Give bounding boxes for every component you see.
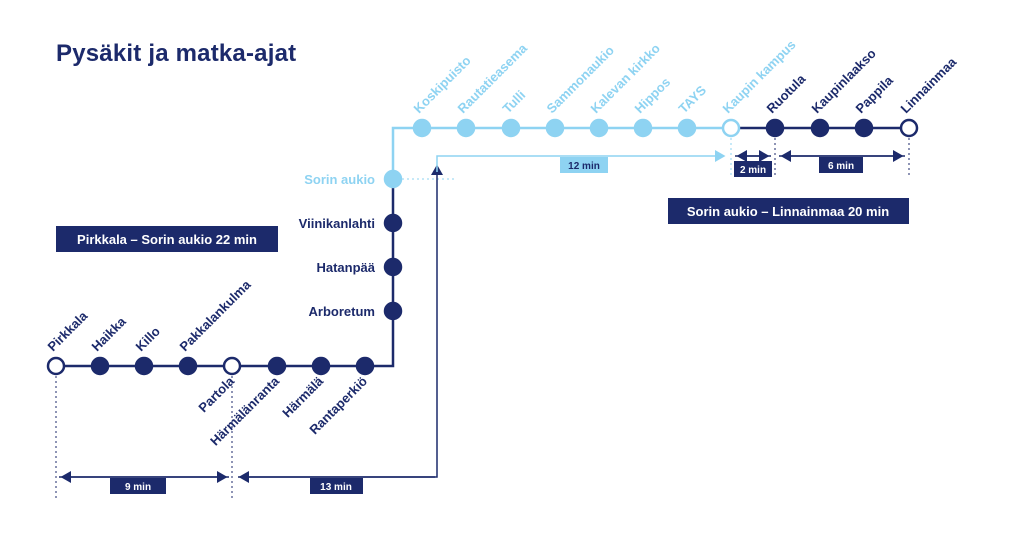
stop-label-tulli: Tulli	[500, 87, 529, 116]
reference-lines	[55, 138, 910, 498]
stop-label-killo: Killo	[133, 324, 164, 355]
stop-label-pakkalankulma: Pakkalankulma	[177, 277, 255, 355]
stop-label-viinikanlahti: Viinikanlahti	[299, 216, 375, 231]
arrow-partola-sorin	[238, 164, 443, 478]
stop-marker-viinikanlahti	[383, 213, 403, 233]
stop-marker-hatanpaa	[383, 257, 403, 277]
stop-marker-haikka	[90, 356, 110, 376]
stop-marker-pappila	[854, 118, 874, 138]
route-line-light	[391, 126, 731, 179]
stop-marker-pakkalankulma	[178, 356, 198, 376]
stop-marker-kaupinlaakso	[810, 118, 830, 138]
stop-label-haikka: Haikka	[89, 313, 130, 354]
stop-marker-partola	[222, 356, 242, 376]
stop-marker-arboretum	[383, 301, 403, 321]
duration-kaupin-ruotula: 2 min	[740, 165, 766, 176]
stop-label-kaupin-kampus: Kaupin kampus	[720, 37, 799, 116]
stop-label-linnainmaa: Linnainmaa	[898, 54, 960, 116]
stop-label-pappila: Pappila	[853, 72, 897, 116]
duration-ruotula-linnainmaa: 6 min	[828, 161, 854, 172]
stop-marker-linnainmaa	[899, 118, 919, 138]
stop-marker-kalevan-kirkko	[589, 118, 609, 138]
stop-marker-tays	[677, 118, 697, 138]
duration-partola-sorin: 13 min	[320, 482, 352, 493]
duration-arrows	[59, 150, 905, 483]
stop-marker-koskipuisto	[412, 118, 432, 138]
stop-marker-killo	[134, 356, 154, 376]
route-box-pirkkala-sorin: Pirkkala – Sorin aukio 22 min	[77, 232, 257, 247]
stop-label-tays: TAYS	[676, 82, 710, 116]
route-box-sorin-linnainmaa: Sorin aukio – Linnainmaa 20 min	[687, 204, 889, 219]
stop-marker-harmala	[311, 356, 331, 376]
stop-marker-pirkkala	[46, 356, 66, 376]
stop-marker-ruotula	[765, 118, 785, 138]
arrow-sorin-kaupin	[436, 150, 726, 172]
route-boxes: Pirkkala – Sorin aukio 22 min Sorin auki…	[56, 198, 909, 252]
stop-marker-tulli	[501, 118, 521, 138]
stop-label-arboretum: Arboretum	[309, 304, 375, 319]
stop-marker-rantaperkio	[355, 356, 375, 376]
page-title: Pysäkit ja matka-ajat	[56, 40, 297, 67]
stop-marker-kaupin-kampus	[721, 118, 741, 138]
stop-label-partola: Partola	[195, 373, 237, 415]
route-line-dark-lower	[56, 179, 395, 368]
stop-marker-hippos	[633, 118, 653, 138]
duration-pirkkala-partola: 9 min	[125, 482, 151, 493]
stop-marker-harmalanranta	[267, 356, 287, 376]
stop-label-ruotula: Ruotula	[764, 71, 809, 116]
stop-marker-sorin-aukio	[383, 169, 403, 189]
duration-boxes: 9 min 13 min 12 min 2 min 6 min	[110, 157, 863, 494]
duration-sorin-kaupin: 12 min	[568, 161, 600, 172]
stop-marker-sammonaukio	[545, 118, 565, 138]
stop-label-pirkkala: Pirkkala	[45, 308, 91, 354]
stop-label-hatanpaa: Hatanpää	[316, 260, 375, 275]
stop-marker-rautatieasema	[456, 118, 476, 138]
stop-label-sorin-aukio: Sorin aukio	[304, 172, 375, 187]
stop-label-hippos: Hippos	[632, 74, 674, 116]
